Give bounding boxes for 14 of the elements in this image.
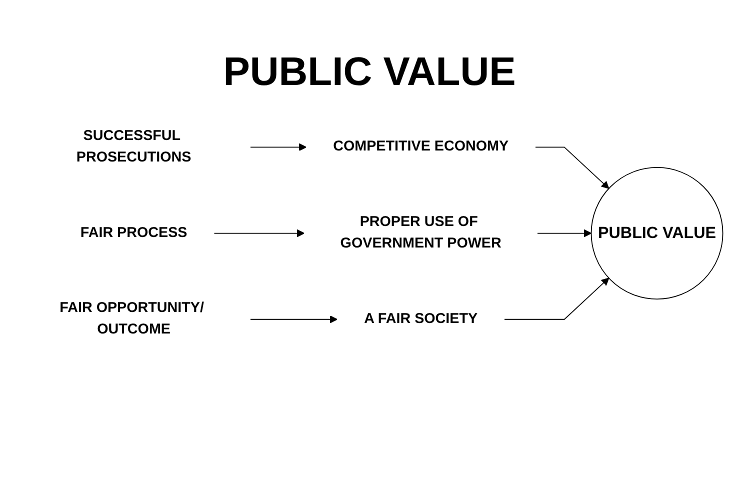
- node-text: COMPETITIVE ECONOMY: [332, 139, 508, 154]
- arrow: [536, 229, 592, 238]
- arrow: [213, 229, 304, 238]
- diagram-title: PUBLIC VALUE: [222, 50, 517, 95]
- node-text: PROPER USE OF GOVERNMENT POWER: [340, 214, 501, 252]
- arrow: [249, 315, 338, 324]
- node-text: A FAIR SOCIETY: [364, 311, 478, 327]
- node-text: FAIR PROCESS: [80, 225, 187, 240]
- arrow: [504, 278, 609, 320]
- node-text: SUCCESSFUL PROSECUTIONS: [76, 128, 191, 166]
- node-circle: PUBLIC VALUE: [590, 167, 723, 300]
- node-text: FAIR OPPORTUNITY/ OUTCOME: [59, 300, 204, 338]
- arrow: [534, 146, 609, 189]
- arrow: [249, 143, 306, 152]
